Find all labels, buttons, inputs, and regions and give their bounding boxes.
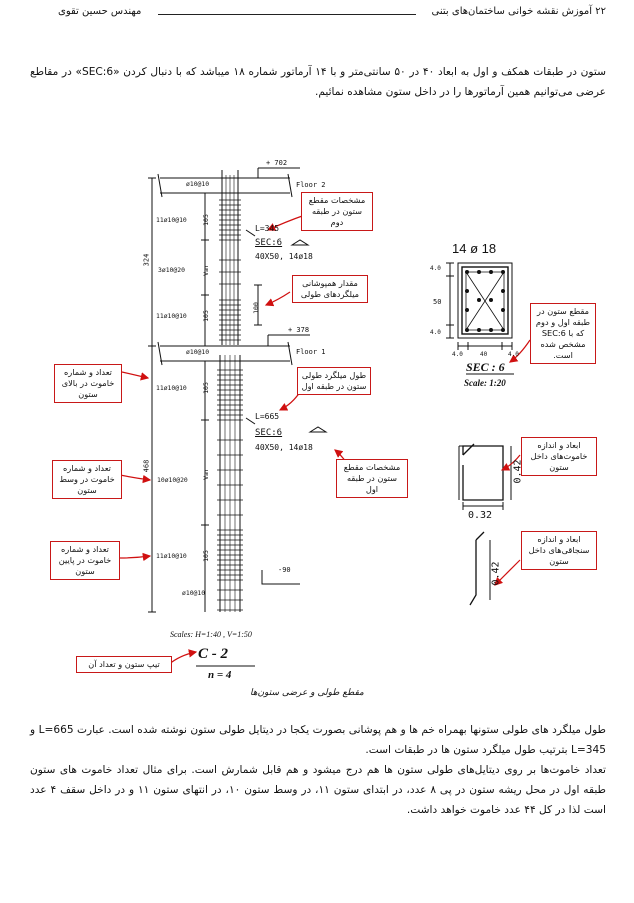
tie-height-label: 0.42	[490, 561, 502, 586]
section-bars	[465, 270, 505, 332]
stirrup-upper-mid-label: 3ø10@20	[158, 266, 185, 274]
stirrup-lower-mid-label: 10ø10@20	[157, 476, 188, 484]
section-scale: Scale: 1:20	[464, 378, 506, 388]
figure-caption: مقطع طولی و عرضی ستون‌ها	[250, 688, 364, 698]
stirrup-shape	[462, 445, 504, 501]
tie-shape	[469, 531, 485, 606]
section-dim-c: 4.0	[508, 351, 519, 358]
lap-lower-label: L=665	[255, 412, 280, 421]
note-spec-lower: مشخصات مقطع ستون در طبقه اول	[336, 459, 408, 498]
stirrup-base-label: ø10@10	[182, 589, 206, 597]
arrow-overlap	[264, 291, 291, 307]
section-dim-b: 40	[480, 351, 488, 358]
stirrup-width-label: 0.32	[468, 510, 493, 521]
sec-label-lower: SEC:6	[255, 428, 283, 438]
note-stirrup-dims: ابعاد و اندازه خاموت‌های داخل ستون	[521, 437, 597, 476]
arrow-col-type	[167, 649, 198, 666]
stirrup-upper-top-label: 11ø10@10	[156, 216, 187, 224]
seg-var-b: Var	[201, 468, 210, 480]
note-stirrups-bot: تعداد و شماره خاموت در پایین ستون	[50, 541, 120, 580]
floor2-label: Floor 2	[296, 181, 326, 189]
arrow-stirrups-bot	[119, 552, 152, 562]
height-lower-label: 468	[142, 459, 151, 473]
author-name: مهندس حسین تقوی	[58, 6, 142, 17]
note-tie-dims: ابعاد و اندازه سنجاقی‌های داخل ستون	[521, 531, 597, 570]
seg-105-a: 105	[201, 214, 210, 226]
note-spec-upper: مشخصات مقطع ستون در طبقه دوم	[301, 192, 373, 231]
arrow-tie	[494, 559, 521, 586]
bottom-level-label: -90	[278, 566, 291, 574]
section-outline	[457, 262, 513, 339]
stirrup-upper-bot-label: 11ø10@10	[156, 312, 187, 320]
seg-105-d: 105	[201, 550, 210, 562]
height-upper-label: 324	[142, 253, 151, 267]
floor1-label: Floor 1	[296, 348, 326, 356]
stirrup-lower-bot-label: 11ø10@10	[156, 552, 187, 560]
sec-size-upper: 40X50, 14ø18	[255, 252, 313, 261]
column-count-label: n = 4	[208, 669, 232, 681]
stirrup-lower-top-label: 11ø10@10	[156, 384, 187, 392]
arrow-stirrups-mid	[119, 474, 152, 484]
page-header: ۲۲ آموزش نقشه خوانی ساختمان‌های بتنی مهن…	[30, 6, 606, 22]
section-dim-a: 4.0	[452, 351, 463, 358]
section-bars-label: 14 ø 18	[452, 241, 497, 256]
sec-label-upper: SEC:6	[255, 238, 283, 248]
top-level-label: + 702	[266, 159, 288, 167]
page-title: ۲۲ آموزش نقشه خوانی ساختمان‌های بتنی	[431, 6, 606, 17]
header-rule	[158, 14, 416, 15]
body-paragraph-2: تعداد خاموت‌ها بر روی دیتایل‌های طولی ست…	[30, 764, 606, 816]
section-dim-50: 50	[433, 298, 442, 306]
seg-100: 100	[251, 302, 260, 314]
note-length-floor1: طول میلگرد طولی ستون در طبقه اول	[297, 367, 371, 395]
note-col-type: تیپ ستون و تعداد آن	[76, 656, 172, 673]
note-section-desc: مقطع ستون در طبقه اول و دوم که با SEC:6 …	[530, 303, 596, 364]
section-title: SEC : 6	[466, 360, 505, 374]
seg-105-c: 105	[201, 382, 210, 394]
stirrup-floor1-label: ø10@10	[186, 348, 210, 356]
section-dim-top: 4.0	[430, 265, 441, 272]
note-stirrups-mid: تعداد و شماره خاموت در وسط ستون	[52, 460, 122, 499]
section-dim-bottom: 4.0	[430, 329, 441, 336]
lap-upper-label: L=345	[255, 224, 280, 233]
arrow-section	[509, 339, 531, 363]
body-text: طول میلگرد های طولی ستونها بهمراه خم ها …	[30, 720, 606, 820]
note-stirrups-top: تعداد و شماره خاموت در بالای ستون	[54, 364, 122, 403]
body-paragraph-1: طول میلگرد های طولی ستونها بهمراه خم ها …	[30, 724, 606, 756]
stirrup-roof-label: ø10@10	[186, 180, 210, 188]
seg-105-b: 105	[201, 310, 210, 322]
drawing-scales: Scales: H=1:40 , V=1:50	[170, 630, 252, 639]
note-overlap: مقدار همپوشانی میلگردهای طولی	[292, 275, 368, 303]
intro-paragraph: ستون در طبقات همکف و اول به ابعاد ۴۰ در …	[30, 66, 606, 98]
seg-var-a: Var	[201, 264, 210, 276]
arrow-stirrups-top	[121, 371, 150, 381]
sec-size-lower: 40X50, 14ø18	[255, 443, 313, 452]
column-type-label: C - 2	[198, 646, 228, 662]
mid-level-label: + 378	[288, 326, 310, 334]
arrow-stirrup	[500, 454, 521, 471]
